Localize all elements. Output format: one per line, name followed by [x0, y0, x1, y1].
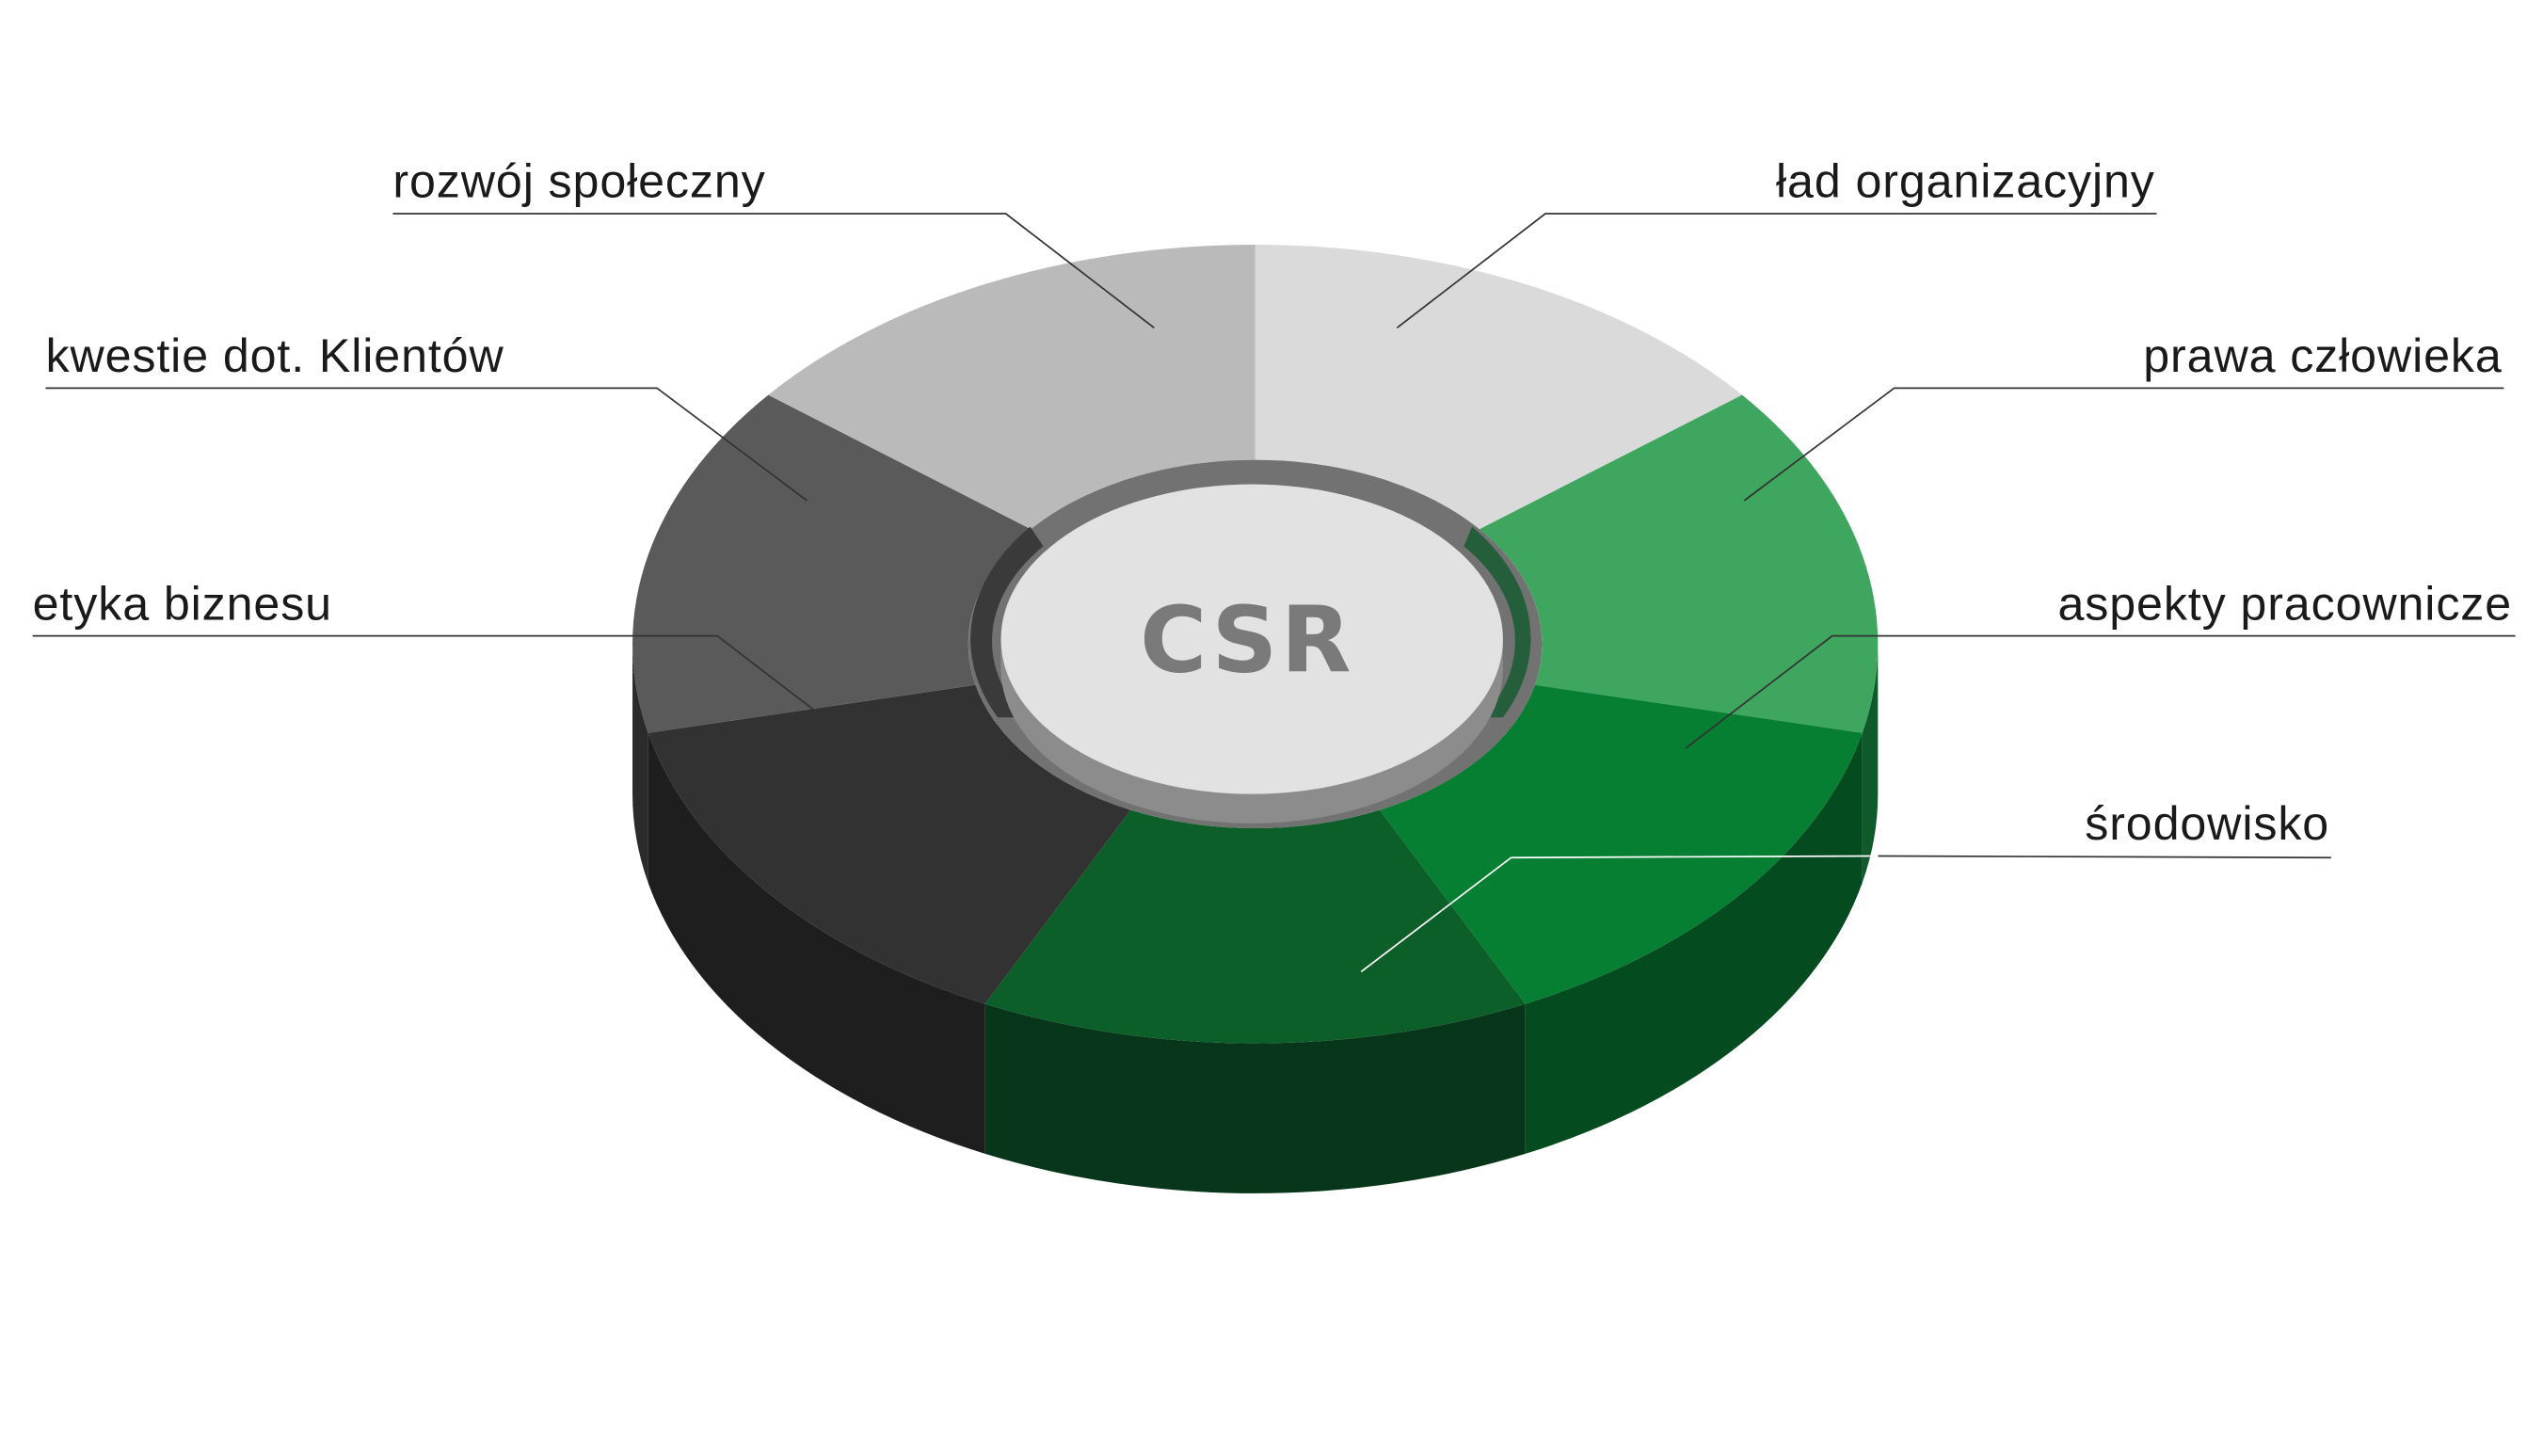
side-wall-prawa-cz-owieka — [1862, 644, 1879, 884]
segment-rozw-j-spo-eczny — [768, 244, 1256, 530]
leader-line-rozwoj — [392, 213, 1155, 328]
leader-line-srodowisko-inner — [1360, 855, 1879, 973]
label-kwestie-klientow: kwestie dot. Klientów — [45, 329, 504, 382]
hub-hole-right-wall — [1463, 526, 1531, 718]
label-prawa-czlowieka: prawa człowieka — [2143, 329, 2502, 382]
segment-etyka-biznesu — [648, 684, 1131, 1004]
leader-line-etyka — [32, 634, 865, 749]
leader-line-srodowisko — [1878, 855, 2331, 859]
leader-line-kwestie — [45, 387, 808, 502]
segment-aspekty-pracownicze — [1380, 684, 1863, 1004]
disc-segments — [632, 244, 1879, 1044]
side-wall-kwestie-dot-klient-w — [632, 644, 648, 884]
label-rozwoj-spoleczny: rozwój społeczny — [392, 155, 765, 208]
leader-line-aspekty — [1685, 634, 2516, 749]
hub-hole-left-wall — [970, 526, 1044, 718]
side-wall--rodowisko — [984, 1003, 1526, 1193]
center-hub: CSR — [968, 459, 1543, 829]
label-srodowisko: środowisko — [2085, 797, 2329, 850]
segment-prawa-cz-owieka — [1479, 394, 1879, 733]
segment-kwestie-dot-klient-w — [632, 394, 1032, 733]
leader-line-lad — [1396, 213, 2157, 328]
label-lad-organizacyjny: ład organizacyjny — [1776, 155, 2155, 208]
label-etyka-biznesu: etyka biznesu — [33, 577, 332, 630]
callouts — [32, 213, 2516, 973]
center-label: CSR — [1140, 587, 1354, 694]
side-wall-etyka-biznesu — [648, 732, 985, 1154]
segment--rodowisko — [984, 809, 1526, 1044]
segment--ad-organizacyjny — [1255, 244, 1743, 530]
disc-side-walls — [632, 644, 1879, 1193]
leader-line-prawa — [1743, 387, 2504, 502]
hub-disc-top — [1000, 484, 1503, 794]
label-aspekty-pracownicze: aspekty pracownicze — [2057, 577, 2512, 630]
side-wall-aspekty-pracownicze — [1525, 732, 1863, 1154]
